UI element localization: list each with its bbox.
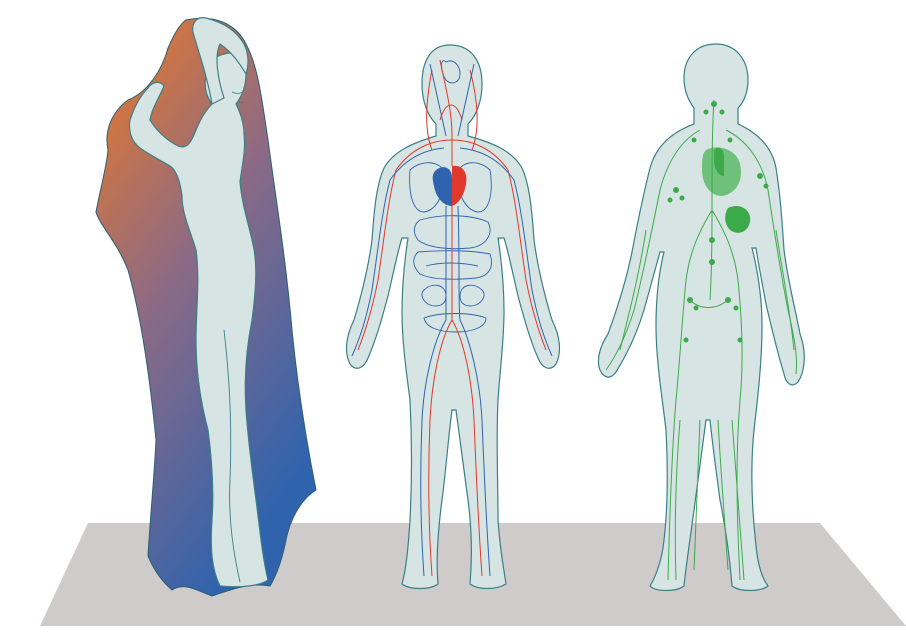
draped-figure xyxy=(96,18,316,596)
circulatory-figure xyxy=(347,45,560,589)
lymphatic-figure-body xyxy=(598,44,804,591)
circulatory-figure-body xyxy=(347,45,560,589)
arteries xyxy=(358,60,546,576)
lymphatic-figure xyxy=(598,44,804,591)
